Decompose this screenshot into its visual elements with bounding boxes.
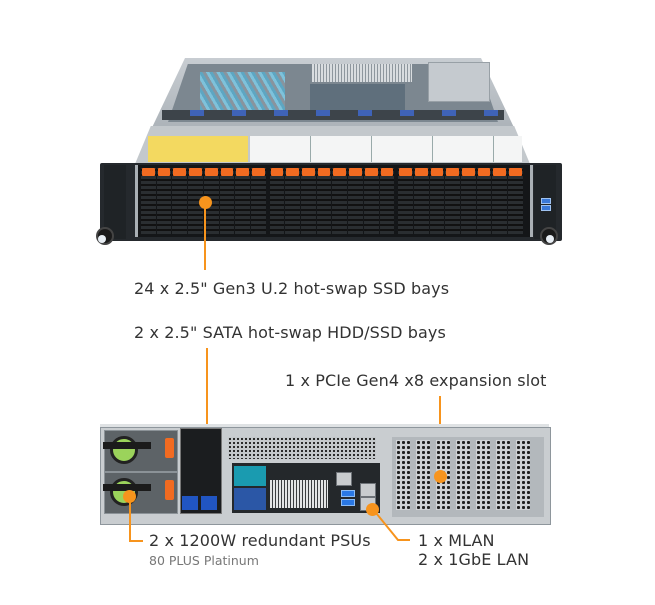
pcie-slot-cover bbox=[396, 440, 410, 510]
callout-line-front-bays bbox=[204, 205, 206, 270]
drive-bay bbox=[476, 168, 492, 234]
thumbscrew-cap bbox=[546, 235, 554, 243]
drive-bay bbox=[172, 168, 188, 234]
fan-clip bbox=[190, 110, 204, 116]
serial-port bbox=[234, 466, 266, 486]
sata-bays-label: 2 x 2.5" SATA hot-swap HDD/SSD bays bbox=[134, 323, 446, 342]
left-rack-ear bbox=[104, 165, 126, 239]
psu-release-latch bbox=[165, 480, 174, 500]
callout-line-sata-bays bbox=[206, 348, 208, 466]
drive-bay bbox=[461, 168, 476, 234]
drive-bay bbox=[492, 168, 508, 234]
drive-bay bbox=[219, 168, 235, 234]
psu-fan-icon bbox=[110, 436, 138, 464]
riser-mesh bbox=[312, 64, 412, 82]
lan-port bbox=[360, 483, 376, 497]
drive-bay bbox=[348, 168, 363, 234]
callout-line-psu bbox=[129, 500, 131, 542]
sata-bay-latch bbox=[201, 496, 217, 510]
service-label-sticker bbox=[250, 136, 522, 162]
drive-bays bbox=[141, 168, 523, 234]
usb-port-icon bbox=[341, 499, 355, 506]
sas-cables bbox=[200, 72, 285, 116]
mlan-port bbox=[336, 472, 352, 486]
drive-bay bbox=[250, 168, 266, 234]
drive-bay bbox=[398, 168, 413, 234]
drive-bay bbox=[508, 168, 523, 234]
drive-bay bbox=[379, 168, 395, 234]
io-mesh bbox=[270, 480, 328, 508]
usb-port-icon bbox=[541, 198, 551, 204]
fan-clip bbox=[316, 110, 330, 116]
pcie-slot-cover bbox=[496, 440, 510, 510]
pcie-slot-cover bbox=[416, 440, 430, 510]
drive-bay bbox=[269, 168, 285, 234]
vga-port bbox=[234, 488, 266, 510]
pcie-slot-cover bbox=[516, 440, 530, 510]
drive-bay bbox=[429, 168, 445, 234]
rear-vent bbox=[228, 437, 376, 459]
fan-clip bbox=[484, 110, 498, 116]
fan-clip bbox=[442, 110, 456, 116]
lan-label: 2 x 1GbE LAN bbox=[418, 550, 530, 569]
caution-sticker bbox=[148, 136, 248, 162]
fan-clip bbox=[274, 110, 288, 116]
mlan-label: 1 x MLAN bbox=[418, 531, 495, 550]
thumbscrew-cap bbox=[98, 235, 106, 243]
usb-port-icon bbox=[541, 205, 551, 211]
callout-dot-pcie-slot bbox=[434, 470, 447, 483]
drive-bay bbox=[332, 168, 348, 234]
drive-bay bbox=[301, 168, 316, 234]
usb-port-icon bbox=[341, 490, 355, 497]
front-server-image bbox=[0, 0, 655, 250]
fan-wall bbox=[162, 110, 504, 120]
front-bays-label: 24 x 2.5" Gen3 U.2 hot-swap SSD bays bbox=[134, 279, 450, 298]
drive-bay bbox=[363, 168, 379, 234]
psu-bay-internal bbox=[428, 62, 490, 102]
callout-line-lan bbox=[371, 507, 410, 541]
psu-efficiency-label: 80 PLUS Platinum bbox=[149, 553, 259, 568]
psu-label: 2 x 1200W redundant PSUs bbox=[149, 531, 371, 550]
pcie-slot-cover bbox=[476, 440, 490, 510]
psu-handle-bar bbox=[103, 442, 151, 449]
drive-bay bbox=[285, 168, 301, 234]
drive-bay bbox=[413, 168, 429, 234]
sata-bay-latch bbox=[182, 496, 198, 510]
pcie-slot-label: 1 x PCIe Gen4 x8 expansion slot bbox=[285, 371, 547, 390]
callout-line-psu-h bbox=[129, 540, 143, 542]
drive-bay bbox=[141, 168, 156, 234]
pcie-slot-cover bbox=[456, 440, 470, 510]
fan-clip bbox=[400, 110, 414, 116]
psu-handle-bar bbox=[103, 484, 151, 491]
drive-bay bbox=[445, 168, 461, 234]
drive-bay bbox=[188, 168, 203, 234]
callout-dot-front-bays bbox=[199, 196, 212, 209]
fan-clip bbox=[232, 110, 246, 116]
drive-bay bbox=[235, 168, 250, 234]
drive-bay bbox=[316, 168, 332, 234]
callout-dot-psu bbox=[123, 490, 136, 503]
psu-release-latch bbox=[165, 438, 174, 458]
drive-bay bbox=[156, 168, 172, 234]
fan-clip bbox=[358, 110, 372, 116]
